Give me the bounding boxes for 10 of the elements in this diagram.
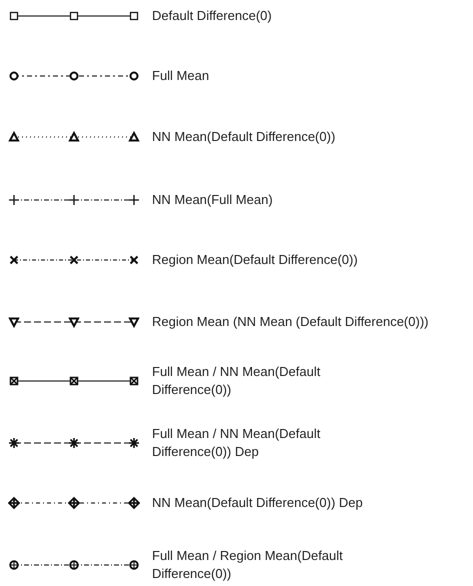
legend-label: Region Mean (NN Mean (Default Difference(0))) (152, 313, 430, 331)
legend-label: Default Difference(0) (152, 7, 273, 25)
legend-label: NN Mean(Default Difference(0)) (152, 128, 336, 146)
legend-label: Full Mean / Region Mean(Default Difference(0)) (152, 547, 344, 583)
legend-label: Full Mean (152, 67, 210, 85)
legend-label: NN Mean(Full Mean) (152, 191, 274, 209)
legend-label: Full Mean / NN Mean(Default Difference(0)) Dep (152, 425, 322, 461)
legend-label: Region Mean(Default Difference(0)) (152, 251, 359, 269)
legend-label: Full Mean / NN Mean(Default Difference(0)) (152, 363, 322, 399)
legend-label: NN Mean(Default Difference(0)) Dep (152, 494, 364, 512)
